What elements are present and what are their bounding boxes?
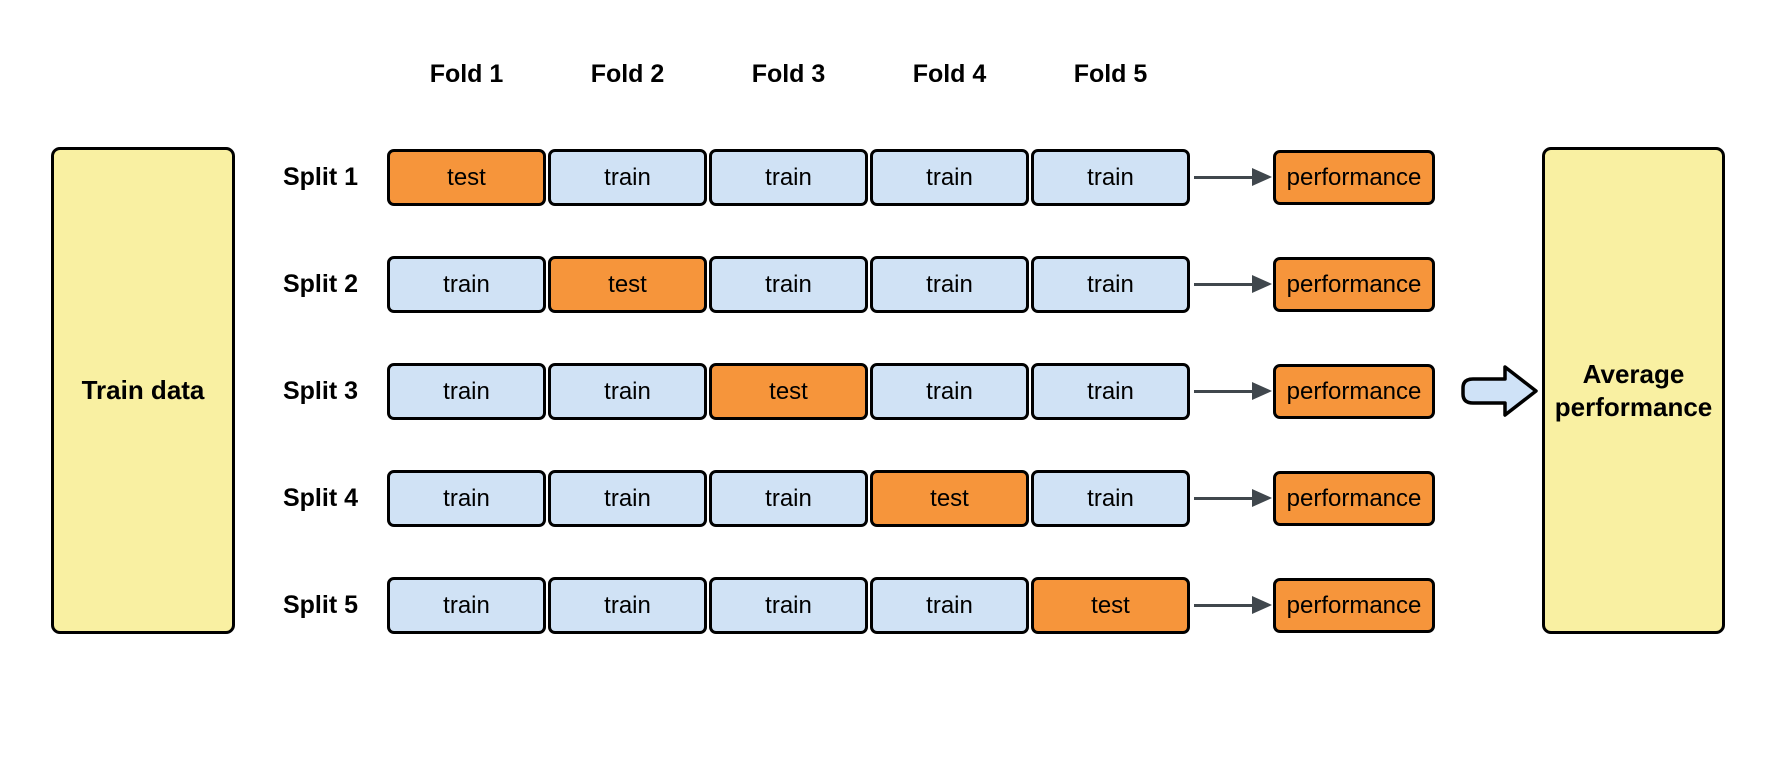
split-2-performance-box: performance — [1273, 257, 1435, 312]
split-2-fold-5-cell: train — [1031, 256, 1190, 313]
split-3-row: train train test train train — [387, 363, 1190, 420]
block-arrow-icon — [1461, 365, 1538, 417]
split-2-arrow-head-icon — [1252, 275, 1272, 293]
split-4-label: Split 4 — [282, 484, 358, 512]
split-3-performance-box: performance — [1273, 364, 1435, 419]
fold-header-2: Fold 2 — [590, 60, 665, 88]
train-data-box: Train data — [51, 147, 235, 634]
split-4-fold-5-cell: train — [1031, 470, 1190, 527]
split-2-fold-2-cell: test — [548, 256, 707, 313]
split-2-row: train test train train train — [387, 256, 1190, 313]
split-1-fold-2-cell: train — [548, 149, 707, 206]
split-5-fold-2-cell: train — [548, 577, 707, 634]
split-2-arrow-line — [1194, 283, 1256, 286]
split-1-performance-box: performance — [1273, 150, 1435, 205]
split-1-fold-3-cell: train — [709, 149, 868, 206]
split-5-fold-1-cell: train — [387, 577, 546, 634]
split-1-fold-4-cell: train — [870, 149, 1029, 206]
split-3-arrow-line — [1194, 390, 1256, 393]
split-2-label: Split 2 — [282, 270, 358, 298]
split-1-arrow-head-icon — [1252, 168, 1272, 186]
train-data-label: Train data — [81, 375, 205, 405]
split-3-fold-2-cell: train — [548, 363, 707, 420]
split-5-fold-3-cell: train — [709, 577, 868, 634]
average-performance-box: Average performance — [1542, 147, 1725, 634]
split-1-fold-5-cell: train — [1031, 149, 1190, 206]
split-4-arrow-line — [1194, 497, 1256, 500]
split-4-fold-1-cell: train — [387, 470, 546, 527]
split-5-fold-4-cell: train — [870, 577, 1029, 634]
fold-header-5: Fold 5 — [1073, 60, 1148, 88]
average-performance-label-line1: Average — [1582, 358, 1685, 389]
split-1-label: Split 1 — [282, 163, 358, 191]
split-4-performance-box: performance — [1273, 471, 1435, 526]
split-4-arrow-head-icon — [1252, 489, 1272, 507]
split-5-row: train train train train test — [387, 577, 1190, 634]
split-3-arrow-head-icon — [1252, 382, 1272, 400]
split-5-label: Split 5 — [282, 591, 358, 619]
split-3-label: Split 3 — [282, 377, 358, 405]
fold-header-3: Fold 3 — [751, 60, 826, 88]
split-1-row: test train train train train — [387, 149, 1190, 206]
split-3-fold-1-cell: train — [387, 363, 546, 420]
split-4-fold-3-cell: train — [709, 470, 868, 527]
split-1-arrow-line — [1194, 176, 1256, 179]
average-performance-label-line2: performance — [1554, 391, 1713, 422]
split-5-performance-box: performance — [1273, 578, 1435, 633]
fold-header-1: Fold 1 — [429, 60, 504, 88]
split-5-arrow-head-icon — [1252, 596, 1272, 614]
split-3-fold-5-cell: train — [1031, 363, 1190, 420]
fold-header-row: Fold 1 Fold 2 Fold 3 Fold 4 Fold 5 — [387, 54, 1190, 94]
split-4-fold-2-cell: train — [548, 470, 707, 527]
split-1-fold-1-cell: test — [387, 149, 546, 206]
split-3-fold-4-cell: train — [870, 363, 1029, 420]
split-4-fold-4-cell: test — [870, 470, 1029, 527]
split-2-fold-3-cell: train — [709, 256, 868, 313]
split-5-fold-5-cell: test — [1031, 577, 1190, 634]
split-2-fold-4-cell: train — [870, 256, 1029, 313]
split-2-fold-1-cell: train — [387, 256, 546, 313]
split-4-row: train train train test train — [387, 470, 1190, 527]
split-3-fold-3-cell: test — [709, 363, 868, 420]
fold-header-4: Fold 4 — [912, 60, 987, 88]
split-5-arrow-line — [1194, 604, 1256, 607]
